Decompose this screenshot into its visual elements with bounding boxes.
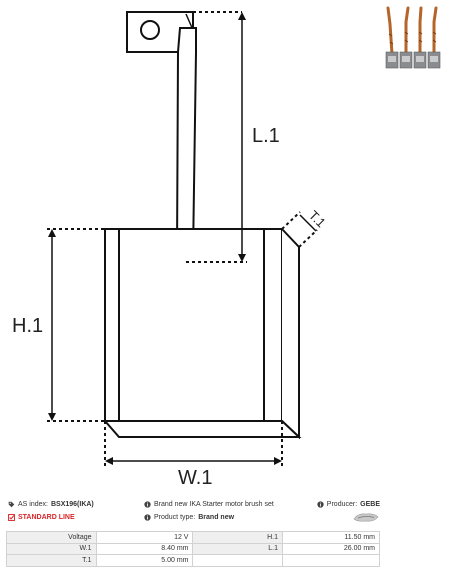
spec-value: 5.00 mm	[95, 554, 194, 567]
spec-key: T.1	[6, 554, 97, 567]
specs-table: Voltage 12 V H.1 11.50 mm W.1 8.40 mm L.…	[6, 531, 380, 567]
spec-key: L.1	[192, 542, 283, 555]
as-index-value: BSX196(IKA)	[50, 501, 94, 508]
spec-value: 12 V	[95, 531, 194, 544]
info-row-2: STANDARD LINE Product type: Brand new	[8, 511, 380, 524]
spec-key: W.1	[6, 542, 97, 555]
producer-label: Producer:	[326, 501, 358, 508]
product-info: AS index: BSX196(IKA) Brand new IKA Star…	[8, 498, 380, 524]
product-type-value: Brand new	[198, 514, 235, 521]
product-line: STANDARD LINE	[8, 511, 75, 524]
table-row: Voltage 12 V H.1 11.50 mm	[6, 531, 380, 544]
description-text: Brand new IKA Starter motor brush set	[154, 501, 274, 508]
length-label: L.1	[252, 125, 280, 147]
height-label: H.1	[12, 315, 43, 337]
producer-logo-icon	[353, 513, 379, 522]
product-photo	[385, 6, 441, 69]
producer-value: GEBE	[360, 501, 380, 508]
spec-value: 8.40 mm	[95, 542, 194, 555]
producer: Producer: GEBE	[317, 498, 380, 511]
table-row: T.1 5.00 mm	[6, 554, 380, 567]
product-type: Product type: Brand new	[144, 511, 234, 524]
check-box-icon	[8, 514, 15, 521]
spec-value-empty	[282, 554, 380, 567]
description: Brand new IKA Starter motor brush set	[144, 498, 274, 511]
as-index-label: AS index:	[18, 501, 48, 508]
info-icon	[144, 514, 151, 521]
product-type-label: Product type:	[154, 514, 196, 521]
spec-key: H.1	[192, 531, 283, 544]
spec-value: 11.50 mm	[282, 531, 380, 544]
product-line-label: STANDARD LINE	[18, 514, 75, 521]
table-row: W.1 8.40 mm L.1 26.00 mm	[6, 542, 380, 555]
tag-icon	[8, 501, 15, 508]
thickness-label: T.1	[306, 208, 329, 231]
width-label: W.1	[178, 467, 212, 489]
spec-key-empty	[192, 554, 283, 567]
info-icon	[144, 501, 151, 508]
info-icon	[317, 501, 324, 508]
info-row-1: AS index: BSX196(IKA) Brand new IKA Star…	[8, 498, 380, 511]
spec-key: Voltage	[6, 531, 97, 544]
as-index: AS index: BSX196(IKA)	[8, 498, 94, 511]
technical-drawing: L.1 H.1 W.1 T.1	[12, 11, 329, 489]
spec-value: 26.00 mm	[282, 542, 380, 555]
